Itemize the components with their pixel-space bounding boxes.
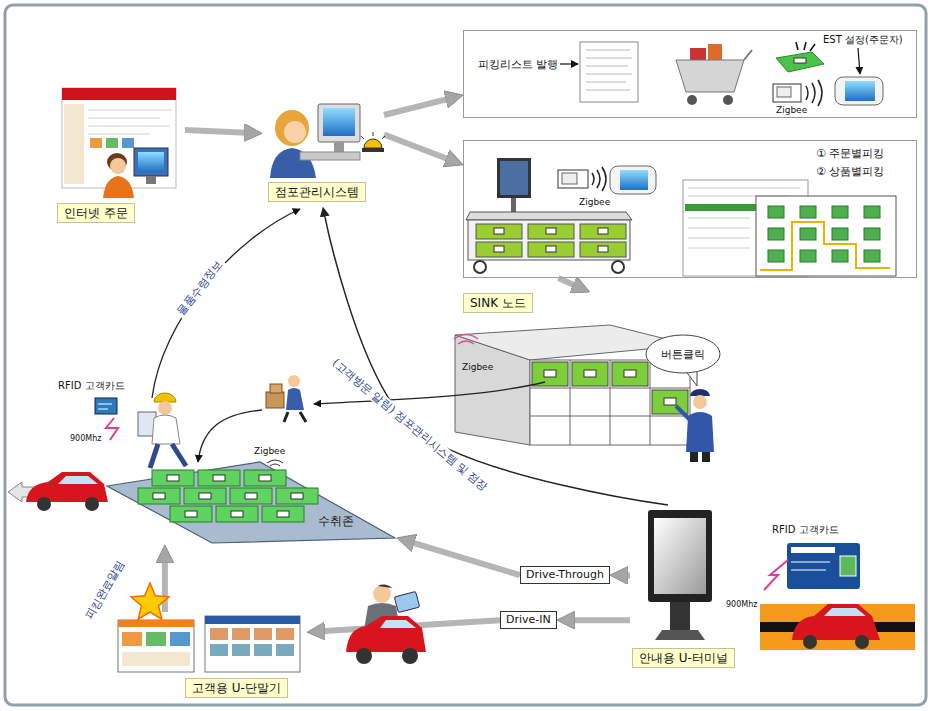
flow-arrow [407, 541, 520, 575]
operator-image [270, 104, 385, 178]
customer-terminal: 고객용 U-단말기 [115, 612, 307, 704]
zone-shape [105, 443, 397, 545]
flow-arrow [558, 278, 580, 288]
arriving-car [760, 543, 915, 650]
annotation-label: Zigbee [462, 362, 493, 373]
flow-arrow [185, 130, 252, 133]
picking-cart-illustration [466, 158, 896, 276]
guide-terminal: 안내용 U-터미널 [630, 505, 745, 677]
flow-arrow [620, 572, 630, 578]
store-system: 점포관리시스템 [262, 92, 384, 207]
node-label: SINK 노드 [463, 293, 533, 313]
customer-terminal-screens [118, 583, 300, 672]
connector-label: 피킹완료알림 [82, 556, 128, 623]
node-label: ① 주문별피킹 [816, 147, 884, 160]
guide-kiosk [648, 510, 712, 640]
annotation-label: 900Mhz [70, 434, 101, 444]
pickup-zone: Zigbee 수취존 [105, 443, 397, 545]
order-source: 인터넷 주문 [55, 85, 185, 230]
flow-arrow [324, 213, 668, 505]
drive-box: Drive-IN [500, 611, 557, 629]
node-label: 안내용 U-터미널 [632, 648, 735, 668]
node-label: 수취존 [318, 514, 354, 528]
drive-box: Drive-Through [520, 566, 610, 584]
node-label: Drive-Through [526, 568, 604, 582]
node-label: 인터넷 주문 [57, 203, 135, 223]
outer-frame [5, 5, 926, 705]
flow-arrow [162, 555, 168, 612]
node-label: Zigbee [579, 197, 610, 208]
flow-arrow [567, 617, 630, 623]
flow-arrow [384, 135, 454, 162]
flow-arrow [384, 98, 453, 115]
node-label: Drive-IN [506, 613, 551, 627]
walking-worker [95, 209, 300, 468]
node-label: ② 상품별피킹 [816, 165, 884, 178]
node-label: 피킹리스트 발행 [478, 58, 559, 71]
annotation-label: RFID 고객카드 [58, 380, 125, 392]
staff-clicking [676, 389, 714, 462]
node-label: 점포관리시스템 [268, 182, 366, 202]
node-label: Zigbee [254, 446, 285, 457]
node-label: Zigbee [776, 105, 807, 116]
node-label: 버튼클릭 [661, 347, 705, 362]
node-label: 고객용 U-단말기 [185, 678, 288, 698]
annotation-label: RFID 고객카드 [772, 524, 839, 536]
annotation-label: 900Mhz [726, 600, 757, 610]
web-page-image [62, 88, 176, 198]
speech-bubble: 버튼클릭 [645, 334, 721, 374]
picking-panel: 피킹리스트 발행 EST 설정(주문자) Zigbee [463, 30, 917, 118]
picking-list-illustration [560, 42, 883, 106]
annotation-label: 물품수령정보 [173, 256, 226, 319]
drive-in-car [346, 585, 426, 664]
leaving-car [8, 472, 108, 511]
connector-label: (고객방문 알림) 점포관리시스템 및 점장 [328, 355, 492, 495]
sink-node: SINK 노드 [460, 292, 640, 328]
picking-cart-panel: ① 주문별피킹 ② 상품별피킹 Zigbee [463, 140, 917, 278]
node-label: EST 설정(주문자) [823, 34, 903, 46]
